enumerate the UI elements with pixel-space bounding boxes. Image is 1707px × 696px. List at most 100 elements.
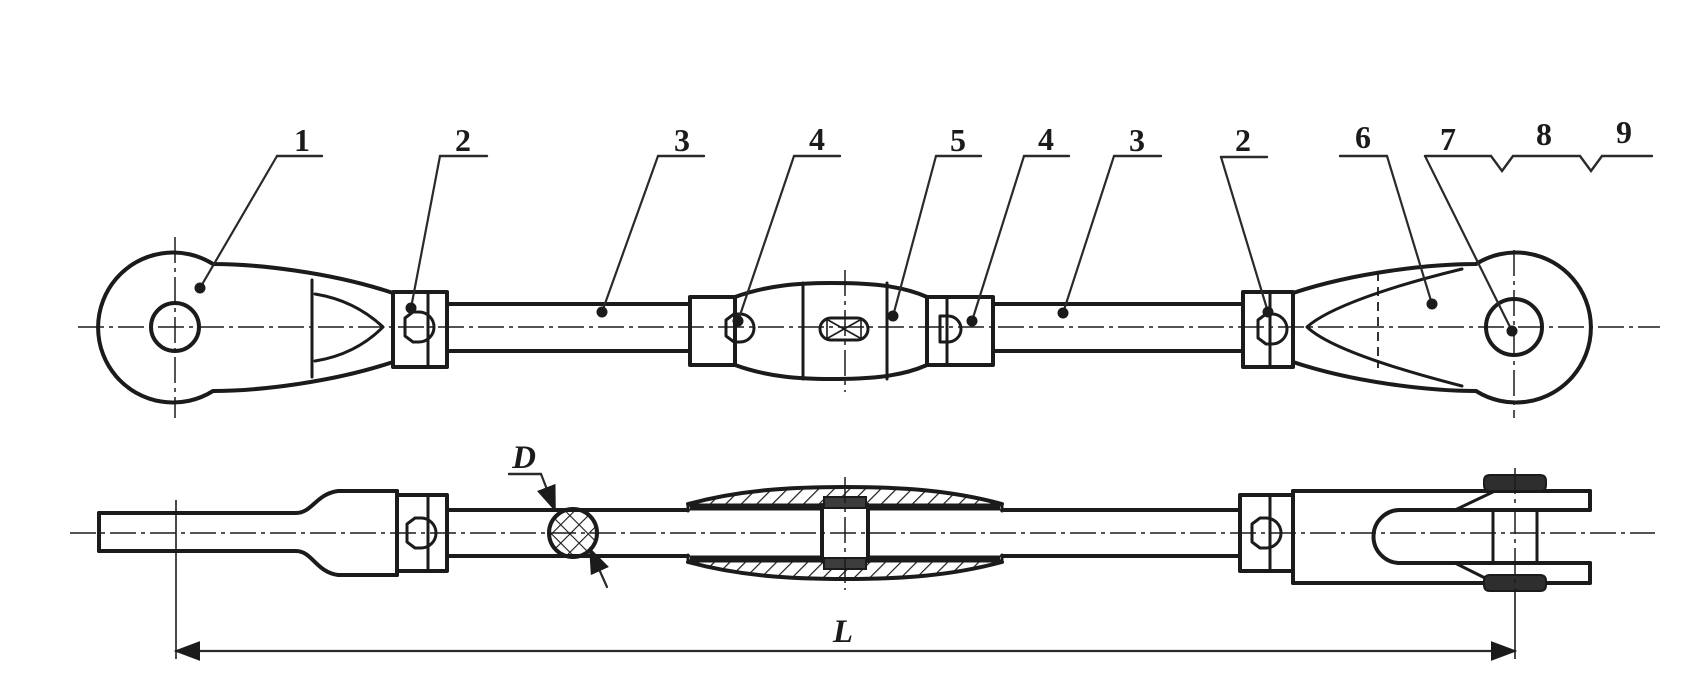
callout-6-dot (1426, 298, 1438, 310)
fork-slot-edges (1398, 508, 1592, 565)
callout-7-leader (1423, 154, 1514, 333)
diameter-leader-upper (537, 472, 557, 513)
callout-789-shared-line (1423, 154, 1654, 174)
thread-band-top-left (690, 505, 822, 511)
rod-cross-section (547, 507, 599, 559)
callout-4-left-label: 4 (809, 121, 825, 157)
coupler-left-collar (688, 295, 737, 367)
left-rod-collar (391, 290, 449, 369)
coupler-right-keyhole (938, 314, 963, 344)
coupler-barrel-ends (733, 295, 929, 367)
right-socket-cavity (1305, 267, 1464, 388)
callout-4-left-leader (736, 154, 796, 323)
bottom-view: D (70, 440, 1655, 661)
callout-7-dot (1506, 325, 1518, 337)
left-rod-edges (445, 302, 692, 353)
left-eye-outline (96, 250, 395, 405)
callout-3-left-label: 3 (674, 122, 690, 158)
callout-4-right-label: 4 (1038, 121, 1054, 157)
bottom-right-rod (1000, 508, 1242, 558)
thread-band-top-right (868, 505, 1000, 511)
right-collar-side-keyhole (1250, 516, 1283, 550)
right-rod-edges (991, 302, 1245, 353)
callout-2-right: 2 (1219, 122, 1274, 318)
callout-7-label: 7 (1440, 121, 1456, 157)
callout-2-left-leader (409, 154, 442, 310)
callout-5-label: 5 (950, 122, 966, 158)
dimension-L: L (173, 500, 1518, 661)
callout-2-right-leader (1219, 155, 1270, 314)
left-socket-wedge (313, 292, 385, 363)
callout-6-leader (1385, 154, 1434, 306)
right-rod-collar (1241, 290, 1295, 369)
right-eye-outline (1291, 250, 1593, 405)
callout-2-left-dot (405, 302, 417, 314)
callout-3-right-label: 3 (1129, 122, 1145, 158)
rod-section-circle (547, 507, 599, 559)
left-rod (445, 302, 692, 353)
bar-top-edge (97, 489, 399, 515)
left-collar-keyhole (403, 310, 436, 344)
right-collar-body (1241, 290, 1295, 369)
callout-4-right-leader (970, 154, 1026, 323)
callout-3-left-leader (600, 154, 660, 314)
coupler-barrel-section-lines (801, 281, 889, 381)
coupler-barrel-bottom (733, 363, 929, 381)
fork-chamfer-lines (1453, 489, 1497, 585)
left-collar-side-keyhole (405, 516, 438, 550)
callout-1: 1 (194, 122, 324, 294)
left-collar-side-body (395, 493, 449, 573)
right-collar-keyhole (1256, 312, 1289, 346)
callout-4-left: 4 (732, 121, 842, 327)
callout-4-right: 4 (966, 121, 1071, 327)
callout-5-leader (891, 154, 938, 318)
callout-2-left-label: 2 (455, 122, 471, 158)
diameter-label: D (511, 440, 536, 476)
clevis-fork (1291, 468, 1592, 592)
right-eye-end (1291, 250, 1593, 418)
callouts: 1 2 3 4 5 4 (194, 114, 1654, 337)
callout-3-left-dot (596, 306, 608, 318)
callout-3-right-leader (1061, 154, 1116, 315)
callout-2-left: 2 (405, 122, 489, 314)
rod-end-faces (820, 503, 870, 563)
length-label: L (832, 614, 853, 650)
coupler-left-keyhole (724, 312, 756, 344)
callout-6: 6 (1338, 119, 1438, 310)
callout-1-dot (194, 282, 206, 294)
callout-4-right-dot (966, 315, 978, 327)
callout-4-left-dot (732, 315, 744, 327)
callout-1-label: 1 (294, 122, 310, 158)
coupler-center-slot (818, 316, 870, 342)
left-collar-side-view (395, 493, 449, 573)
sleeve-end-faces (686, 502, 1004, 564)
thread-band-bottom-right (868, 555, 1000, 561)
top-view (78, 237, 1660, 418)
diameter-leader-lower (588, 546, 609, 589)
bottom-right-rod-edges (1000, 508, 1242, 558)
coupler-right-collar (925, 295, 995, 367)
bar-bottom-edge (97, 549, 399, 577)
pin-shank-edges (1491, 508, 1539, 565)
callout-5-dot (887, 310, 899, 322)
callout-3-left: 3 (596, 122, 706, 318)
coupler-slot-cross (826, 318, 862, 340)
left-eye-end (96, 237, 395, 418)
left-collar-body (391, 290, 449, 369)
dimension-D: D (507, 440, 609, 589)
coupler-section-view (686, 477, 1004, 590)
fork-outer-edges (1291, 489, 1592, 585)
callout-5: 5 (887, 122, 983, 322)
fork-slot-arc (1371, 508, 1402, 565)
callout-7-8-9-group: 7 8 9 (1423, 114, 1654, 337)
thread-band-bottom-left (690, 555, 822, 561)
right-rod (991, 302, 1245, 353)
callout-3-right-dot (1057, 307, 1069, 319)
callout-3-right: 3 (1057, 122, 1163, 319)
callout-2-right-label: 2 (1235, 122, 1251, 158)
callout-9-label: 9 (1616, 114, 1632, 150)
coupler (688, 270, 995, 392)
callout-2-right-dot (1262, 306, 1274, 318)
